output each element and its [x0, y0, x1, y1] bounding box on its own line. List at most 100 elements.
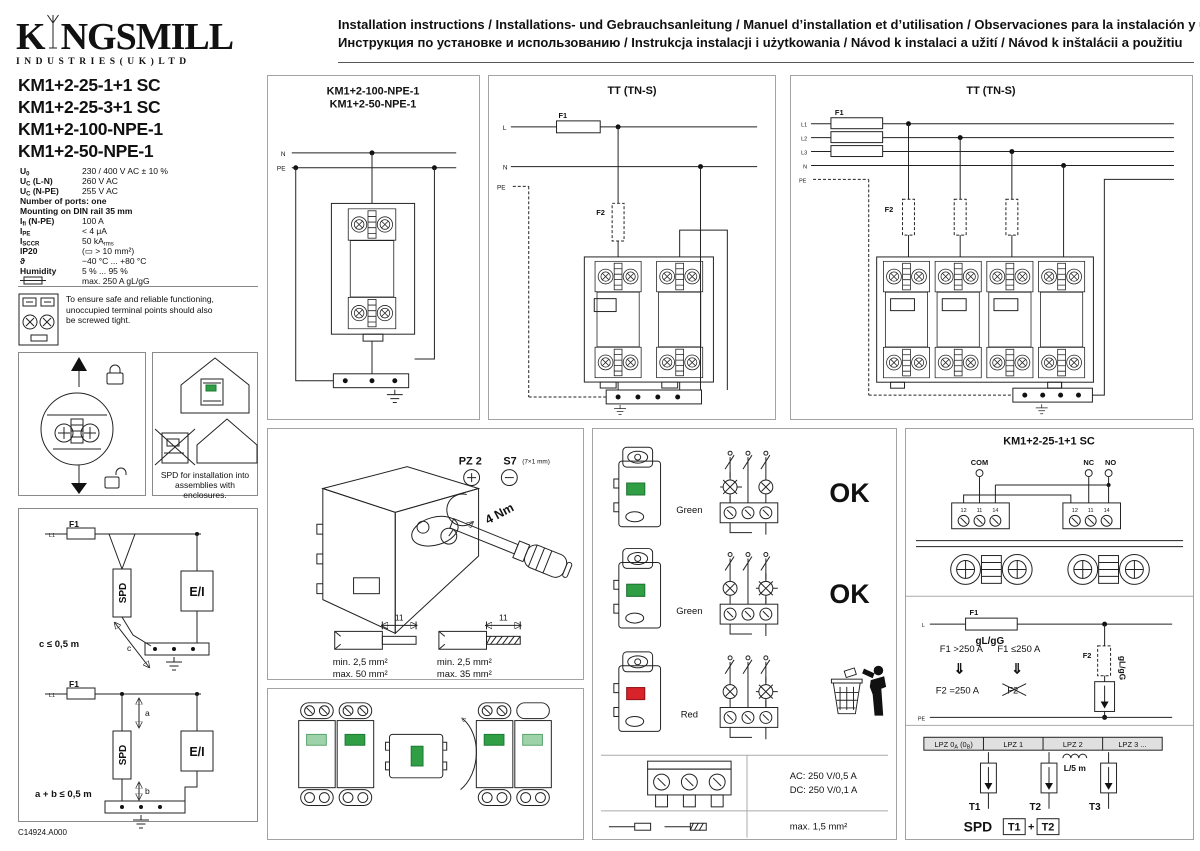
- spec-row: Ifi (N-PE)100 A: [20, 216, 104, 228]
- fuse-label: F1: [69, 679, 79, 689]
- din-mounting-box: [18, 352, 146, 496]
- model-item: KM1+2-25-1+1 SC: [18, 75, 161, 95]
- line-label-l: L: [922, 623, 925, 629]
- t3-label: T3: [1089, 802, 1101, 813]
- panel-title: KM1+2-50-NPE-1: [330, 98, 417, 110]
- panel-title: TT (TN-S): [607, 85, 656, 97]
- spd-device-drawing: [330, 202, 416, 342]
- line-label-pe: PE: [799, 178, 807, 184]
- screwdriver-s7-size: (7×1 mm): [522, 459, 550, 466]
- screwdriver-drawing: [449, 518, 573, 578]
- fuse-f1-label: F1: [835, 108, 844, 117]
- device-front-right: [475, 702, 552, 806]
- line-label-n: N: [503, 165, 508, 172]
- t1-label: T1: [969, 802, 981, 813]
- led-state-label: Green: [676, 605, 702, 616]
- line-label-l2: L2: [801, 137, 807, 143]
- enclosure-box: SPD for installation into assemblies wit…: [152, 352, 258, 500]
- fuse-f1-label: F1: [970, 608, 979, 617]
- panel-contact-fuse-lpz: KM1+2-25-1+1 SC COM NC NO 12 11 14 12 11…: [905, 428, 1194, 840]
- earth-icon: [165, 657, 183, 671]
- terminal-number: 11: [977, 508, 983, 514]
- terminal-number: 14: [1104, 508, 1110, 514]
- fuse-f1-label: F1: [559, 111, 568, 120]
- spec-row: UC (N-PE)255 V AC: [20, 186, 118, 198]
- type-t1-badge: T1: [1008, 822, 1021, 834]
- inductor-icon: [1062, 753, 1088, 759]
- panel-installation-tools: PZ 2 S7 (7×1 mm) 4 Nm 11: [267, 428, 584, 680]
- led-state-label: Red: [681, 708, 698, 719]
- enclosure-diagram: [154, 357, 258, 466]
- panel-title: KM1+2-25-1+1 SC: [1003, 435, 1095, 447]
- model-item: KM1+2-50-NPE-1: [18, 141, 154, 161]
- line-label-pe: PE: [497, 184, 506, 191]
- crossed-spd-icon: [154, 428, 196, 466]
- ei-label: E/I: [189, 585, 204, 599]
- screwdriver-s7-label: S7: [503, 456, 516, 468]
- earth-icon: [1035, 404, 1049, 415]
- strip-length-label: 11: [395, 612, 404, 622]
- logo-rest: NGSMILL: [60, 16, 234, 58]
- dim-a-label: a: [145, 708, 150, 718]
- svg-text:LPZ 0A (0B): LPZ 0A (0B): [935, 740, 974, 750]
- panel-npe-wiring: KM1+2-100-NPE-1 KM1+2-50-NPE-1 N PE: [267, 75, 480, 420]
- rotate-arrow-red: [460, 719, 477, 791]
- fuse-f2-label: F2: [1083, 651, 1092, 660]
- lpz3-label: LPZ 3 ...: [1118, 740, 1146, 749]
- strip-length-label: 11: [499, 612, 508, 622]
- panel-module-replacement: [267, 688, 584, 840]
- left-divider: [18, 286, 258, 287]
- signal-contact-circuit: [719, 552, 779, 637]
- spd-device-drawing: [583, 256, 714, 389]
- header-divider: [338, 62, 1194, 63]
- fuse-f2-type: gL/gG: [1118, 656, 1128, 681]
- status-window-green: [626, 482, 646, 496]
- lpz1-label: LPZ 1: [1003, 740, 1023, 749]
- fuse-result-1: F2 =250 A: [936, 685, 980, 696]
- earth-icon: [132, 815, 150, 829]
- line-label: L1: [49, 533, 55, 539]
- lock-closed-icon: [106, 364, 124, 385]
- line-label-n: N: [281, 151, 286, 158]
- logo-wordmark: K NGSMILL: [16, 14, 234, 58]
- house-icon: [196, 418, 258, 464]
- spec-row: IP20(▭ > 10 mm²): [20, 246, 135, 256]
- document-title: Installation instructions / Installation…: [338, 16, 1200, 51]
- spec-line-mounting: Mounting on DIN rail 35 mm: [20, 206, 133, 216]
- status-window-red: [626, 687, 646, 701]
- fuse-f2-label: F2: [596, 208, 605, 217]
- fuse-f1-type: gL/gG: [976, 636, 1005, 647]
- dc-rating-label: DC: 250 V/0,1 A: [790, 784, 858, 795]
- logo-letter-k: K: [16, 16, 46, 58]
- wire-spec-stranded: 11 min. 2,5 mm² max. 35 mm²: [437, 612, 520, 679]
- signal-wire-icons: [608, 822, 707, 831]
- implies-arrow: ⇓: [954, 661, 966, 677]
- limit-c-label: c ≤ 0,5 m: [39, 639, 79, 650]
- status-row-green-1: Green OK: [613, 446, 870, 536]
- line-label-l1: L1: [801, 123, 807, 129]
- line-label: L1: [49, 693, 55, 699]
- dispose-icon: [830, 665, 887, 717]
- terminal-number: 12: [961, 508, 967, 514]
- status-row-red: Red: [613, 651, 887, 740]
- signal-wire-size-label: max. 1,5 mm²: [790, 821, 848, 832]
- fuse-icon: [20, 276, 46, 285]
- t2-label: T2: [1029, 802, 1041, 813]
- torque-label: 4 Nm: [483, 500, 516, 527]
- lightning-rod-icon: [46, 14, 59, 49]
- terminal-number: 14: [992, 508, 998, 514]
- panel-tt-tns-4pole: TT (TN-S) L1 L2 L3 N PE F1 F2: [790, 75, 1193, 420]
- conductor-length-box: F1 L1 SPD E/I c c ≤ 0,5 m F1 L1 SPD: [18, 508, 258, 829]
- terminal-number: 11: [1088, 508, 1094, 514]
- wire-max-label: max. 35 mm²: [437, 668, 492, 679]
- result-ok-label: OK: [829, 478, 870, 508]
- screwdriver-pz2-label: PZ 2: [459, 456, 482, 468]
- line-label-n: N: [803, 164, 807, 170]
- plug-module: [385, 733, 448, 779]
- terminal-number: 12: [1072, 508, 1078, 514]
- implies-arrow: ⇓: [1011, 661, 1023, 677]
